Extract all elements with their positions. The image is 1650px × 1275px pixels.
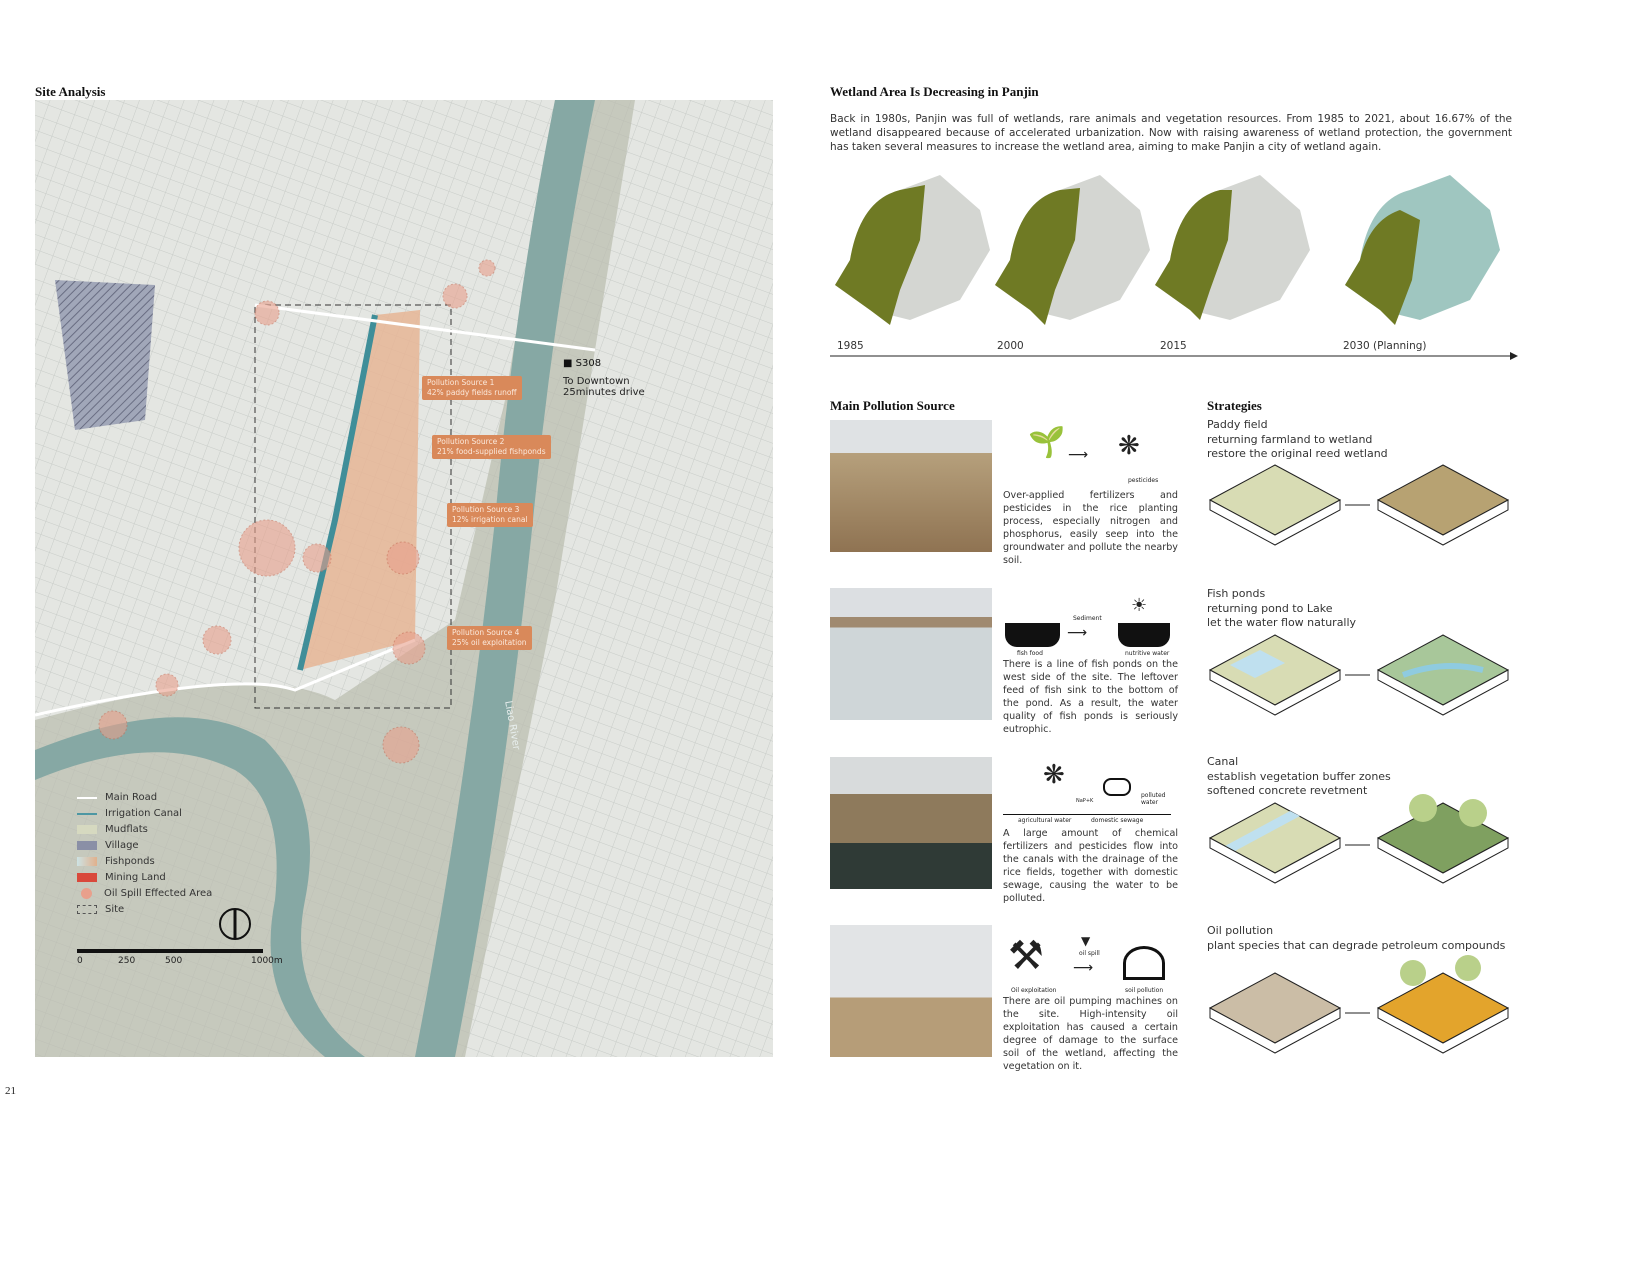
arrow-icon: ⟶ (1073, 960, 1094, 976)
oil-drop-icon: ▼ (1081, 934, 1091, 948)
legend-main-road: Main Road (77, 792, 157, 803)
year-2030: 2030 (Planning) (1343, 340, 1427, 352)
sun-icon: ☀ (1131, 595, 1148, 616)
pollution-title: Main Pollution Source (830, 398, 955, 413)
wetland-map-2015 (1155, 175, 1310, 320)
pollution-text-4: There are oil pumping machines on the si… (1003, 996, 1178, 1072)
wetland-maps (830, 175, 1518, 360)
pond-icon (1005, 623, 1060, 647)
oil-pump-icon: ⚒ (1008, 933, 1044, 979)
canal-diagram: ❋ NaP+K polluted water agricultural wate… (1003, 752, 1178, 826)
pipe-icon (1103, 778, 1131, 796)
legend-site: Site (77, 904, 124, 915)
arrow-icon: ⟶ (1067, 625, 1088, 641)
road-s308-label: ■ S308 (563, 358, 602, 369)
pollution-text-3: A large amount of chemical fertilizers a… (1003, 828, 1178, 904)
roots-icon: ❋ (1118, 431, 1140, 461)
year-2015: 2015 (1160, 340, 1187, 352)
wetland-map-2030 (1345, 175, 1500, 325)
canal-photo (830, 757, 992, 889)
oil-pump-photo (830, 925, 992, 1057)
legend-irrigation-canal: Irrigation Canal (77, 808, 182, 819)
year-1985: 1985 (837, 340, 864, 352)
pollution-text-2: There is a line of fish ponds on the wes… (1003, 659, 1178, 735)
fish-pond-photo (830, 588, 992, 720)
wetland-map-2000 (995, 175, 1150, 325)
wetland-description: Back in 1980s, Panjin was full of wetlan… (830, 113, 1512, 153)
arrow-icon: ⟶ (1068, 447, 1089, 463)
legend-oil-spill: Oil Spill Effected Area (77, 888, 212, 899)
legend-mudflats: Mudflats (77, 824, 148, 835)
wetland-title: Wetland Area Is Decreasing in Panjin (830, 84, 1039, 99)
grass-icon: ❋ (1043, 760, 1065, 790)
strategies-title: Strategies (1207, 398, 1262, 413)
fertilizer-diagram: 🌱 ⟶ ❋ pesticides (1028, 425, 1159, 484)
strategy-diagrams (1208, 464, 1510, 1054)
page-number: 21 (5, 1085, 16, 1097)
legend-village: Village (77, 840, 139, 851)
paddy-field-photo (830, 420, 992, 552)
plant-icon: 🌱 (1028, 425, 1066, 460)
oil-diagram: ⚒ ▼ oil spill ⟶ Oil exploitation soil po… (1008, 933, 1165, 994)
eutrophic-pond-icon (1118, 623, 1170, 647)
year-2000: 2000 (997, 340, 1024, 352)
legend-fishponds: Fishponds (77, 856, 155, 867)
pollution-text-1: Over-applied fertilizers and pesticides … (1003, 490, 1178, 566)
soil-icon (1123, 946, 1165, 980)
fishpond-diagram: fish food Sediment ⟶ ☀ nutritive water (1003, 595, 1178, 657)
map-graphic (35, 100, 773, 1057)
wetland-map-1985 (835, 175, 990, 325)
legend-mining-land: Mining Land (77, 872, 166, 883)
site-analysis-title: Site Analysis (35, 84, 106, 99)
